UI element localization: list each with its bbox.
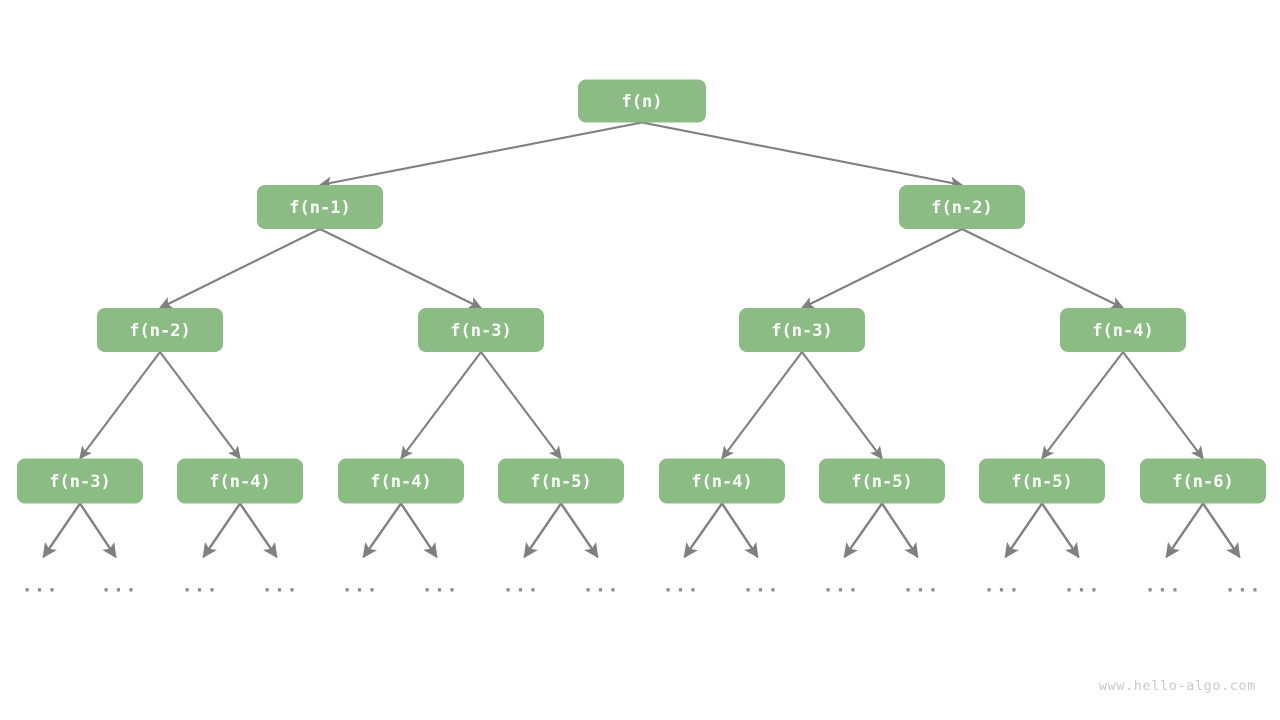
ellipsis-layer: ........................................…	[21, 575, 1261, 597]
node-box	[257, 185, 383, 229]
ellipsis-mark: ...	[181, 575, 218, 597]
node-layer: f(n) f(n-1) f(n-2) f(n-2) f(n-3) f(n-3) f(n-4)…	[17, 79, 1266, 504]
tree-node[interactable]: f(n-3)	[17, 458, 143, 504]
node-box	[659, 458, 785, 504]
tree-node[interactable]: f(n-6)	[1140, 458, 1266, 504]
node-label: f(n-4)	[1092, 321, 1153, 341]
tree-node[interactable]: f(n)	[578, 79, 706, 123]
leaf-stub-edge	[523, 502, 562, 559]
tree-edge	[1041, 351, 1124, 460]
node-label: f(n)	[622, 92, 663, 112]
node-box	[177, 458, 303, 504]
node-label: f(n-4)	[691, 472, 752, 492]
tree-edge	[319, 228, 483, 309]
node-box	[1140, 458, 1266, 504]
tree-node[interactable]: f(n-2)	[97, 308, 223, 352]
node-box	[97, 308, 223, 352]
leaf-stub-edge	[1202, 502, 1241, 559]
node-box	[899, 185, 1025, 229]
node-label: f(n-3)	[49, 472, 110, 492]
node-box	[498, 458, 624, 504]
node-label: f(n-4)	[209, 472, 270, 492]
tree-edge	[158, 228, 321, 309]
ellipsis-mark: ...	[1224, 575, 1261, 597]
node-box	[418, 308, 544, 352]
tree-node[interactable]: f(n-3)	[739, 308, 865, 352]
ellipsis-mark: ...	[582, 575, 619, 597]
leaf-stub-edge-layer	[42, 502, 1241, 559]
leaf-stub-edge	[1041, 502, 1080, 559]
tree-node[interactable]: f(n-4)	[177, 458, 303, 504]
ellipsis-mark: ...	[421, 575, 458, 597]
node-box	[338, 458, 464, 504]
tree-node[interactable]: f(n-1)	[257, 185, 383, 229]
leaf-stub-edge	[1165, 502, 1204, 559]
node-label: f(n-1)	[289, 198, 350, 218]
tree-node[interactable]: f(n-5)	[819, 458, 945, 504]
tree-node[interactable]: f(n-2)	[899, 185, 1025, 229]
tree-edge	[318, 121, 643, 189]
ellipsis-mark: ...	[742, 575, 779, 597]
leaf-stub-edge	[843, 502, 883, 559]
node-label: f(n-3)	[450, 321, 511, 341]
leaf-stub-edge	[560, 502, 599, 559]
node-label: f(n-5)	[851, 472, 912, 492]
tree-edge	[79, 351, 161, 460]
leaf-stub-edge	[79, 502, 117, 559]
leaf-stub-edge	[683, 502, 723, 559]
ellipsis-mark: ...	[261, 575, 298, 597]
tree-edge	[641, 121, 964, 189]
node-box	[819, 458, 945, 504]
ellipsis-mark: ...	[822, 575, 859, 597]
ellipsis-mark: ...	[983, 575, 1020, 597]
ellipsis-mark: ...	[502, 575, 539, 597]
tree-edge	[721, 351, 803, 460]
node-box	[578, 79, 706, 123]
tree-node[interactable]: f(n-4)	[338, 458, 464, 504]
node-label: f(n-2)	[129, 321, 190, 341]
tree-node[interactable]: f(n-4)	[659, 458, 785, 504]
leaf-stub-edge	[1004, 502, 1043, 559]
leaf-stub-edge	[721, 502, 759, 559]
leaf-stub-edge	[881, 502, 919, 559]
tree-node[interactable]: f(n-3)	[418, 308, 544, 352]
leaf-stub-edge	[239, 502, 278, 559]
node-label: f(n-5)	[1011, 472, 1072, 492]
node-box	[979, 458, 1105, 504]
node-box	[17, 458, 143, 504]
tree-edge	[480, 351, 562, 460]
ellipsis-mark: ...	[341, 575, 378, 597]
tree-edge	[159, 351, 241, 460]
leaf-stub-edge	[362, 502, 402, 559]
tree-edge	[961, 228, 1125, 309]
node-box	[739, 308, 865, 352]
ellipsis-mark: ...	[21, 575, 58, 597]
leaf-stub-edge	[202, 502, 241, 559]
edge-layer	[79, 121, 1204, 460]
tree-edge	[400, 351, 482, 460]
tree-node[interactable]: f(n-5)	[979, 458, 1105, 504]
tree-edge	[801, 351, 883, 460]
watermark-label: www.hello-algo.com	[1099, 678, 1256, 694]
node-label: f(n-6)	[1172, 472, 1233, 492]
tree-edge	[800, 228, 963, 309]
tree-node[interactable]: f(n-5)	[498, 458, 624, 504]
node-label: f(n-4)	[370, 472, 431, 492]
ellipsis-mark: ...	[662, 575, 699, 597]
leaf-stub-edge	[42, 502, 81, 559]
node-box	[1060, 308, 1186, 352]
tree-node[interactable]: f(n-4)	[1060, 308, 1186, 352]
node-label: f(n-3)	[771, 321, 832, 341]
node-label: f(n-5)	[530, 472, 591, 492]
ellipsis-mark: ...	[902, 575, 939, 597]
leaf-stub-edge	[400, 502, 438, 559]
node-label: f(n-2)	[931, 198, 992, 218]
ellipsis-mark: ...	[1144, 575, 1181, 597]
ellipsis-mark: ...	[1063, 575, 1100, 597]
tree-edge	[1122, 351, 1204, 460]
ellipsis-mark: ...	[100, 575, 137, 597]
